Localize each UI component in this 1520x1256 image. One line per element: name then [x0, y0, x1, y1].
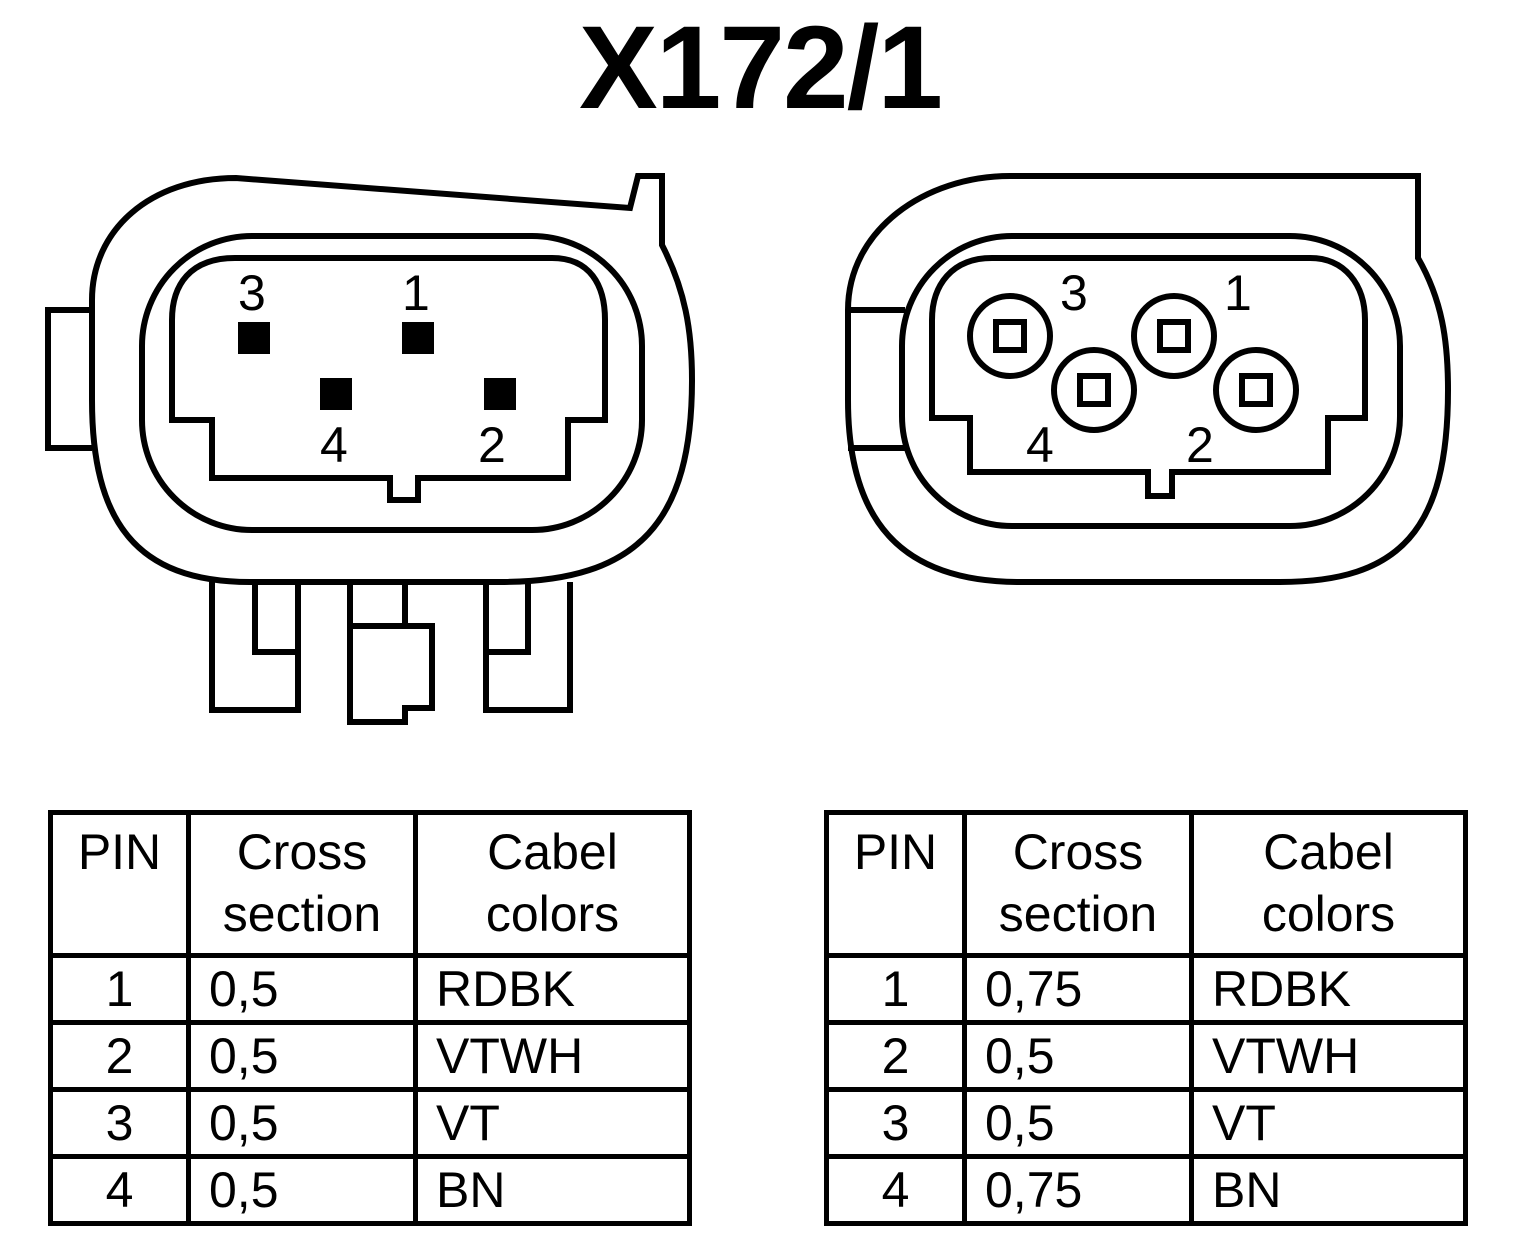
cell-color: BN: [413, 1154, 692, 1226]
table-row: 3 0,5 VT: [48, 1087, 692, 1159]
table-row: 1 0,75 RDBK: [824, 953, 1468, 1025]
cell-pin: 2: [824, 1020, 967, 1092]
cell-color: VT: [1189, 1087, 1468, 1159]
header-pin: PIN: [824, 810, 967, 958]
header-cross-section: Cross section: [962, 810, 1194, 958]
right-pin-label-4: 4: [1026, 417, 1054, 473]
pin-table-left: PIN Cross section Cabel colors 1 0,5 RDB…: [48, 810, 692, 1226]
right-pin-label-3: 3: [1060, 265, 1088, 321]
table-row: 2 0,5 VTWH: [48, 1020, 692, 1092]
left-pin-label-4: 4: [320, 417, 348, 473]
cell-pin: 4: [824, 1154, 967, 1226]
left-terminal-1: [209, 582, 301, 713]
header-cabel-colors: Cabel colors: [1189, 810, 1468, 958]
cell-color: BN: [1189, 1154, 1468, 1226]
cell-pin: 1: [48, 953, 191, 1025]
table-row: 4 0,75 BN: [824, 1154, 1468, 1226]
cell-color: VTWH: [1189, 1020, 1468, 1092]
connector-left: [45, 173, 696, 725]
cell-color: RDBK: [1189, 953, 1468, 1025]
table-row: 4 0,5 BN: [48, 1154, 692, 1226]
table-header-row: PIN Cross section Cabel colors: [824, 810, 1468, 958]
connector-drawing: 3 1 4 2 3 1 4 2: [45, 173, 1452, 725]
cell-color: VTWH: [413, 1020, 692, 1092]
left-pin-2: [484, 378, 516, 410]
header-cross-section: Cross section: [186, 810, 418, 958]
right-socket-2-hole: [1239, 373, 1273, 407]
table-header-row: PIN Cross section Cabel colors: [48, 810, 692, 958]
right-socket-2: [1213, 347, 1299, 433]
right-socket-4-hole: [1077, 373, 1111, 407]
right-socket-3: [967, 293, 1053, 379]
right-socket-1-hole: [1157, 319, 1191, 353]
cell-cross-section: 0,5: [186, 1087, 418, 1159]
left-terminal-3: [483, 582, 573, 713]
table-row: 3 0,5 VT: [824, 1087, 1468, 1159]
right-socket-3-hole: [993, 319, 1027, 353]
cell-cross-section: 0,5: [962, 1020, 1194, 1092]
cell-color: RDBK: [413, 953, 692, 1025]
left-pin-1: [402, 322, 434, 354]
left-pin-label-3: 3: [238, 265, 266, 321]
left-terminal-2: [347, 582, 435, 725]
right-side-tab: [848, 307, 905, 451]
header-cabel-colors: Cabel colors: [413, 810, 692, 958]
left-pin-4: [320, 378, 352, 410]
left-housing-outer: [89, 173, 696, 585]
cell-cross-section: 0,5: [186, 1154, 418, 1226]
right-socket-1: [1131, 293, 1217, 379]
left-cavity: [169, 255, 608, 503]
cell-cross-section: 0,5: [962, 1087, 1194, 1159]
cell-color: VT: [413, 1087, 692, 1159]
right-pin-label-1: 1: [1224, 265, 1252, 321]
cell-pin: 4: [48, 1154, 191, 1226]
cell-cross-section: 0,75: [962, 1154, 1194, 1226]
header-pin: PIN: [48, 810, 191, 958]
cell-cross-section: 0,5: [186, 953, 418, 1025]
right-socket-4: [1051, 347, 1137, 433]
right-pin-label-2: 2: [1186, 417, 1214, 473]
diagram-title: X172/1: [579, 2, 943, 134]
right-cavity: [929, 255, 1368, 499]
cell-pin: 1: [824, 953, 967, 1025]
cell-cross-section: 0,5: [186, 1020, 418, 1092]
left-pin-label-1: 1: [402, 265, 430, 321]
table-row: 2 0,5 VTWH: [824, 1020, 1468, 1092]
cell-cross-section: 0,75: [962, 953, 1194, 1025]
right-housing-outer: [845, 173, 1452, 585]
left-pin-3: [238, 322, 270, 354]
left-pin-label-2: 2: [478, 417, 506, 473]
pin-table-right: PIN Cross section Cabel colors 1 0,75 RD…: [824, 810, 1468, 1226]
table-row: 1 0,5 RDBK: [48, 953, 692, 1025]
left-side-tab: [45, 307, 92, 451]
connector-right: [845, 173, 1452, 585]
cell-pin: 3: [824, 1087, 967, 1159]
left-inner-ring: [139, 233, 645, 533]
right-inner-ring: [899, 233, 1403, 529]
cell-pin: 3: [48, 1087, 191, 1159]
cell-pin: 2: [48, 1020, 191, 1092]
